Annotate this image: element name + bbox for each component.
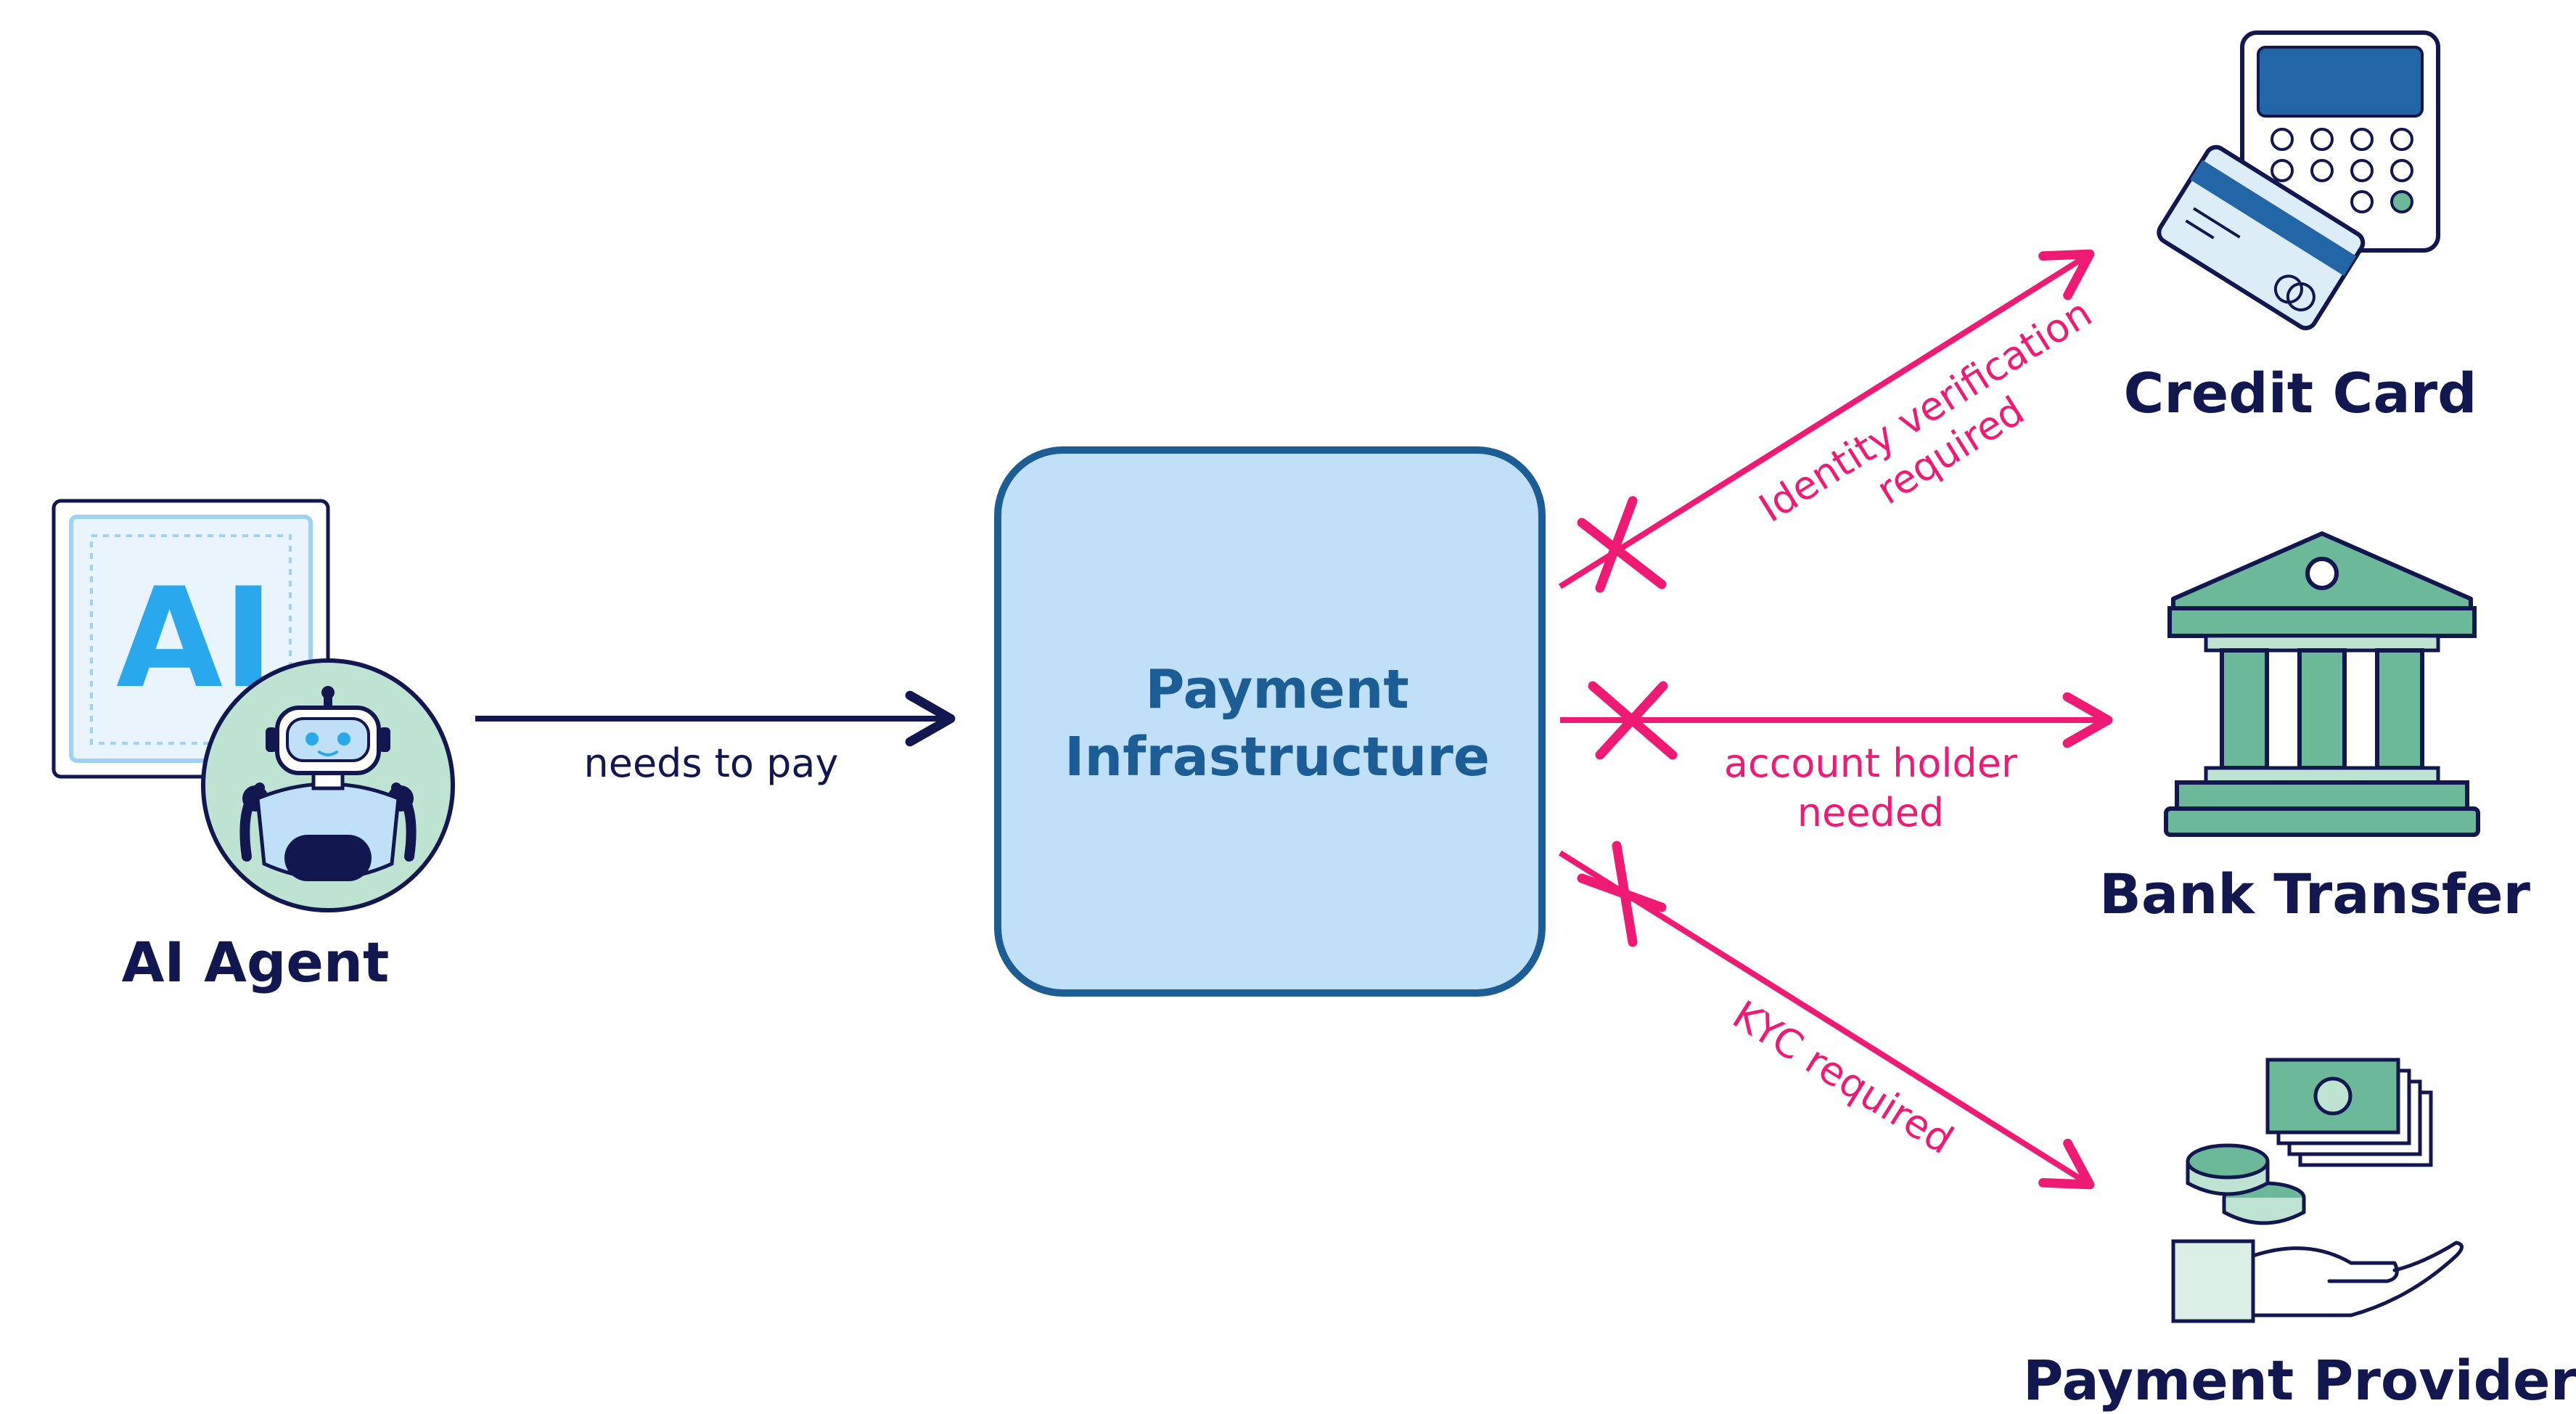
bank-transfer-node: Bank Transfer (2099, 531, 2531, 926)
credit-card-label: Credit Card (2124, 361, 2477, 425)
edge-label-needs-to-pay: needs to pay (584, 740, 839, 786)
edge-identity-verification: Identity verification required (1558, 249, 2099, 593)
arrow-to-credit-card (1558, 249, 2095, 589)
edge-label-account-line1: account holder (1724, 740, 2018, 786)
payment-provider-node: Payment Provider (2023, 1058, 2576, 1413)
blocked-x-icon (1588, 681, 1678, 760)
bank-building-icon (2164, 531, 2480, 837)
blocked-x-icon (1577, 841, 1667, 947)
credit-card-node: Credit Card (2124, 30, 2477, 425)
cash-hand-icon (2171, 1058, 2464, 1323)
payment-provider-label: Payment Provider (2023, 1348, 2576, 1413)
arrow-to-payment-provider (1558, 850, 2095, 1190)
center-title-line2: Infrastructure (1065, 726, 1490, 788)
center-title-line1: Payment (1145, 658, 1409, 721)
ai-agent-node: AI AI Agent (52, 499, 455, 994)
edge-label-account-line2: needed (1797, 790, 1944, 835)
edge-label-identity-line1: Identity verification (1751, 290, 2099, 531)
payment-infrastructure-box (994, 446, 1546, 997)
bank-transfer-label: Bank Transfer (2099, 862, 2531, 926)
robot-avatar-icon (201, 658, 455, 912)
credit-card-icon (2157, 144, 2366, 330)
edge-needs-to-pay: needs to pay (475, 690, 956, 786)
card-terminal-icon (2157, 30, 2440, 330)
edge-kyc-required: KYC required (1558, 841, 2095, 1190)
payment-infrastructure-node: Payment Infrastructure (994, 446, 1546, 997)
edge-account-holder: account holder needed (1560, 681, 2113, 835)
blocked-x-icon (1577, 496, 1667, 593)
edge-label-kyc: KYC required (1725, 992, 1961, 1163)
ai-agent-label: AI Agent (122, 930, 390, 994)
